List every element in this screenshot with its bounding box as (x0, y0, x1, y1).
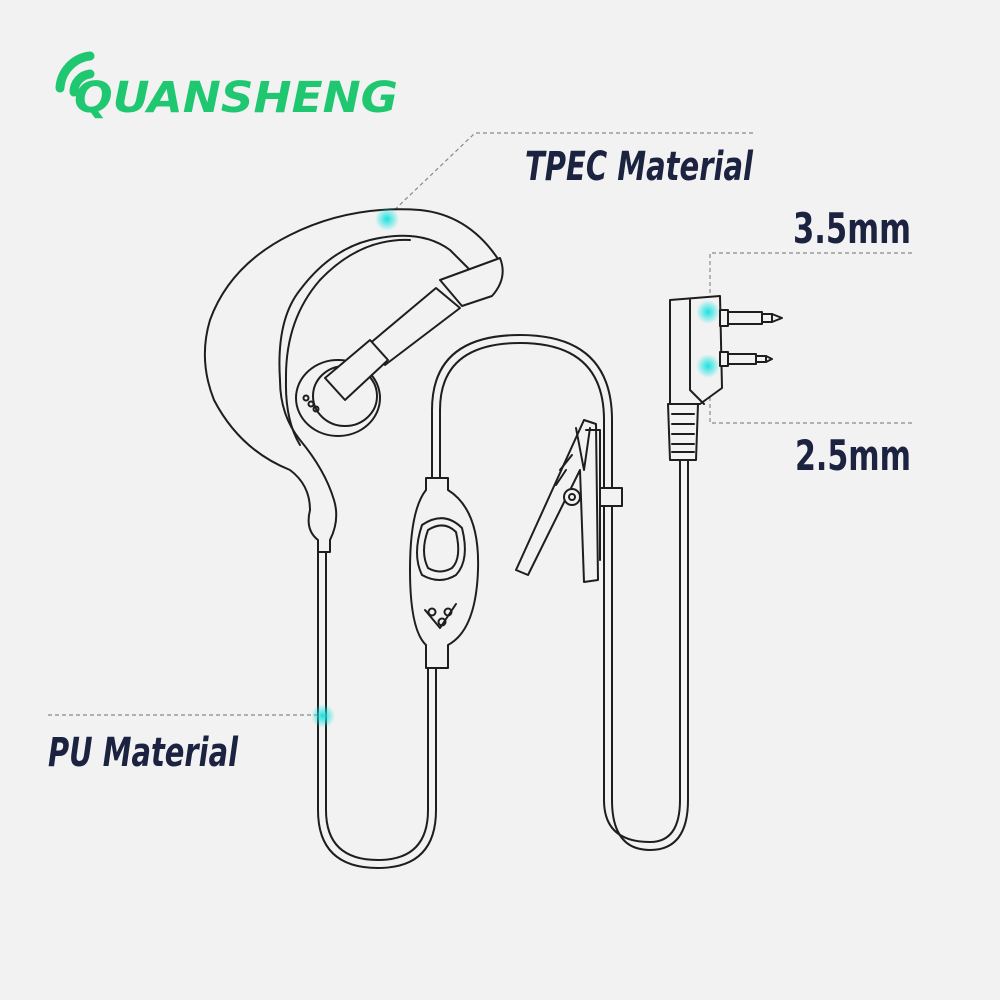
cable-arch-inner (439, 342, 681, 843)
pin-2-5mm (719, 351, 773, 367)
marker-plug-top (696, 300, 720, 324)
brand-logo: QUANSHENG (55, 51, 398, 123)
pin-3-5mm (719, 309, 783, 327)
earpiece-speaker (295, 257, 504, 437)
ear-hook (203, 208, 501, 553)
marker-ear-hook (375, 207, 399, 231)
label-3-5mm: 3.5mm (793, 204, 911, 253)
ptt-logo-icon (424, 603, 457, 629)
cable-arch (431, 334, 689, 851)
highlight-markers (311, 207, 720, 728)
marker-plug-bottom (696, 354, 720, 378)
dual-pin-plug (667, 295, 783, 461)
marker-cable (311, 704, 335, 728)
label-tpec: TPEC Material (525, 144, 754, 190)
cable-left (317, 551, 437, 869)
label-pu: PU Material (48, 730, 239, 776)
callout-lines (48, 132, 912, 716)
ptt-control (409, 477, 480, 669)
signal-arcs-icon (55, 51, 95, 97)
brand-name: QUANSHENG (74, 73, 398, 123)
clothing-clip (515, 419, 623, 583)
cable-left-inner (325, 551, 429, 861)
label-2-5mm: 2.5mm (795, 431, 911, 480)
